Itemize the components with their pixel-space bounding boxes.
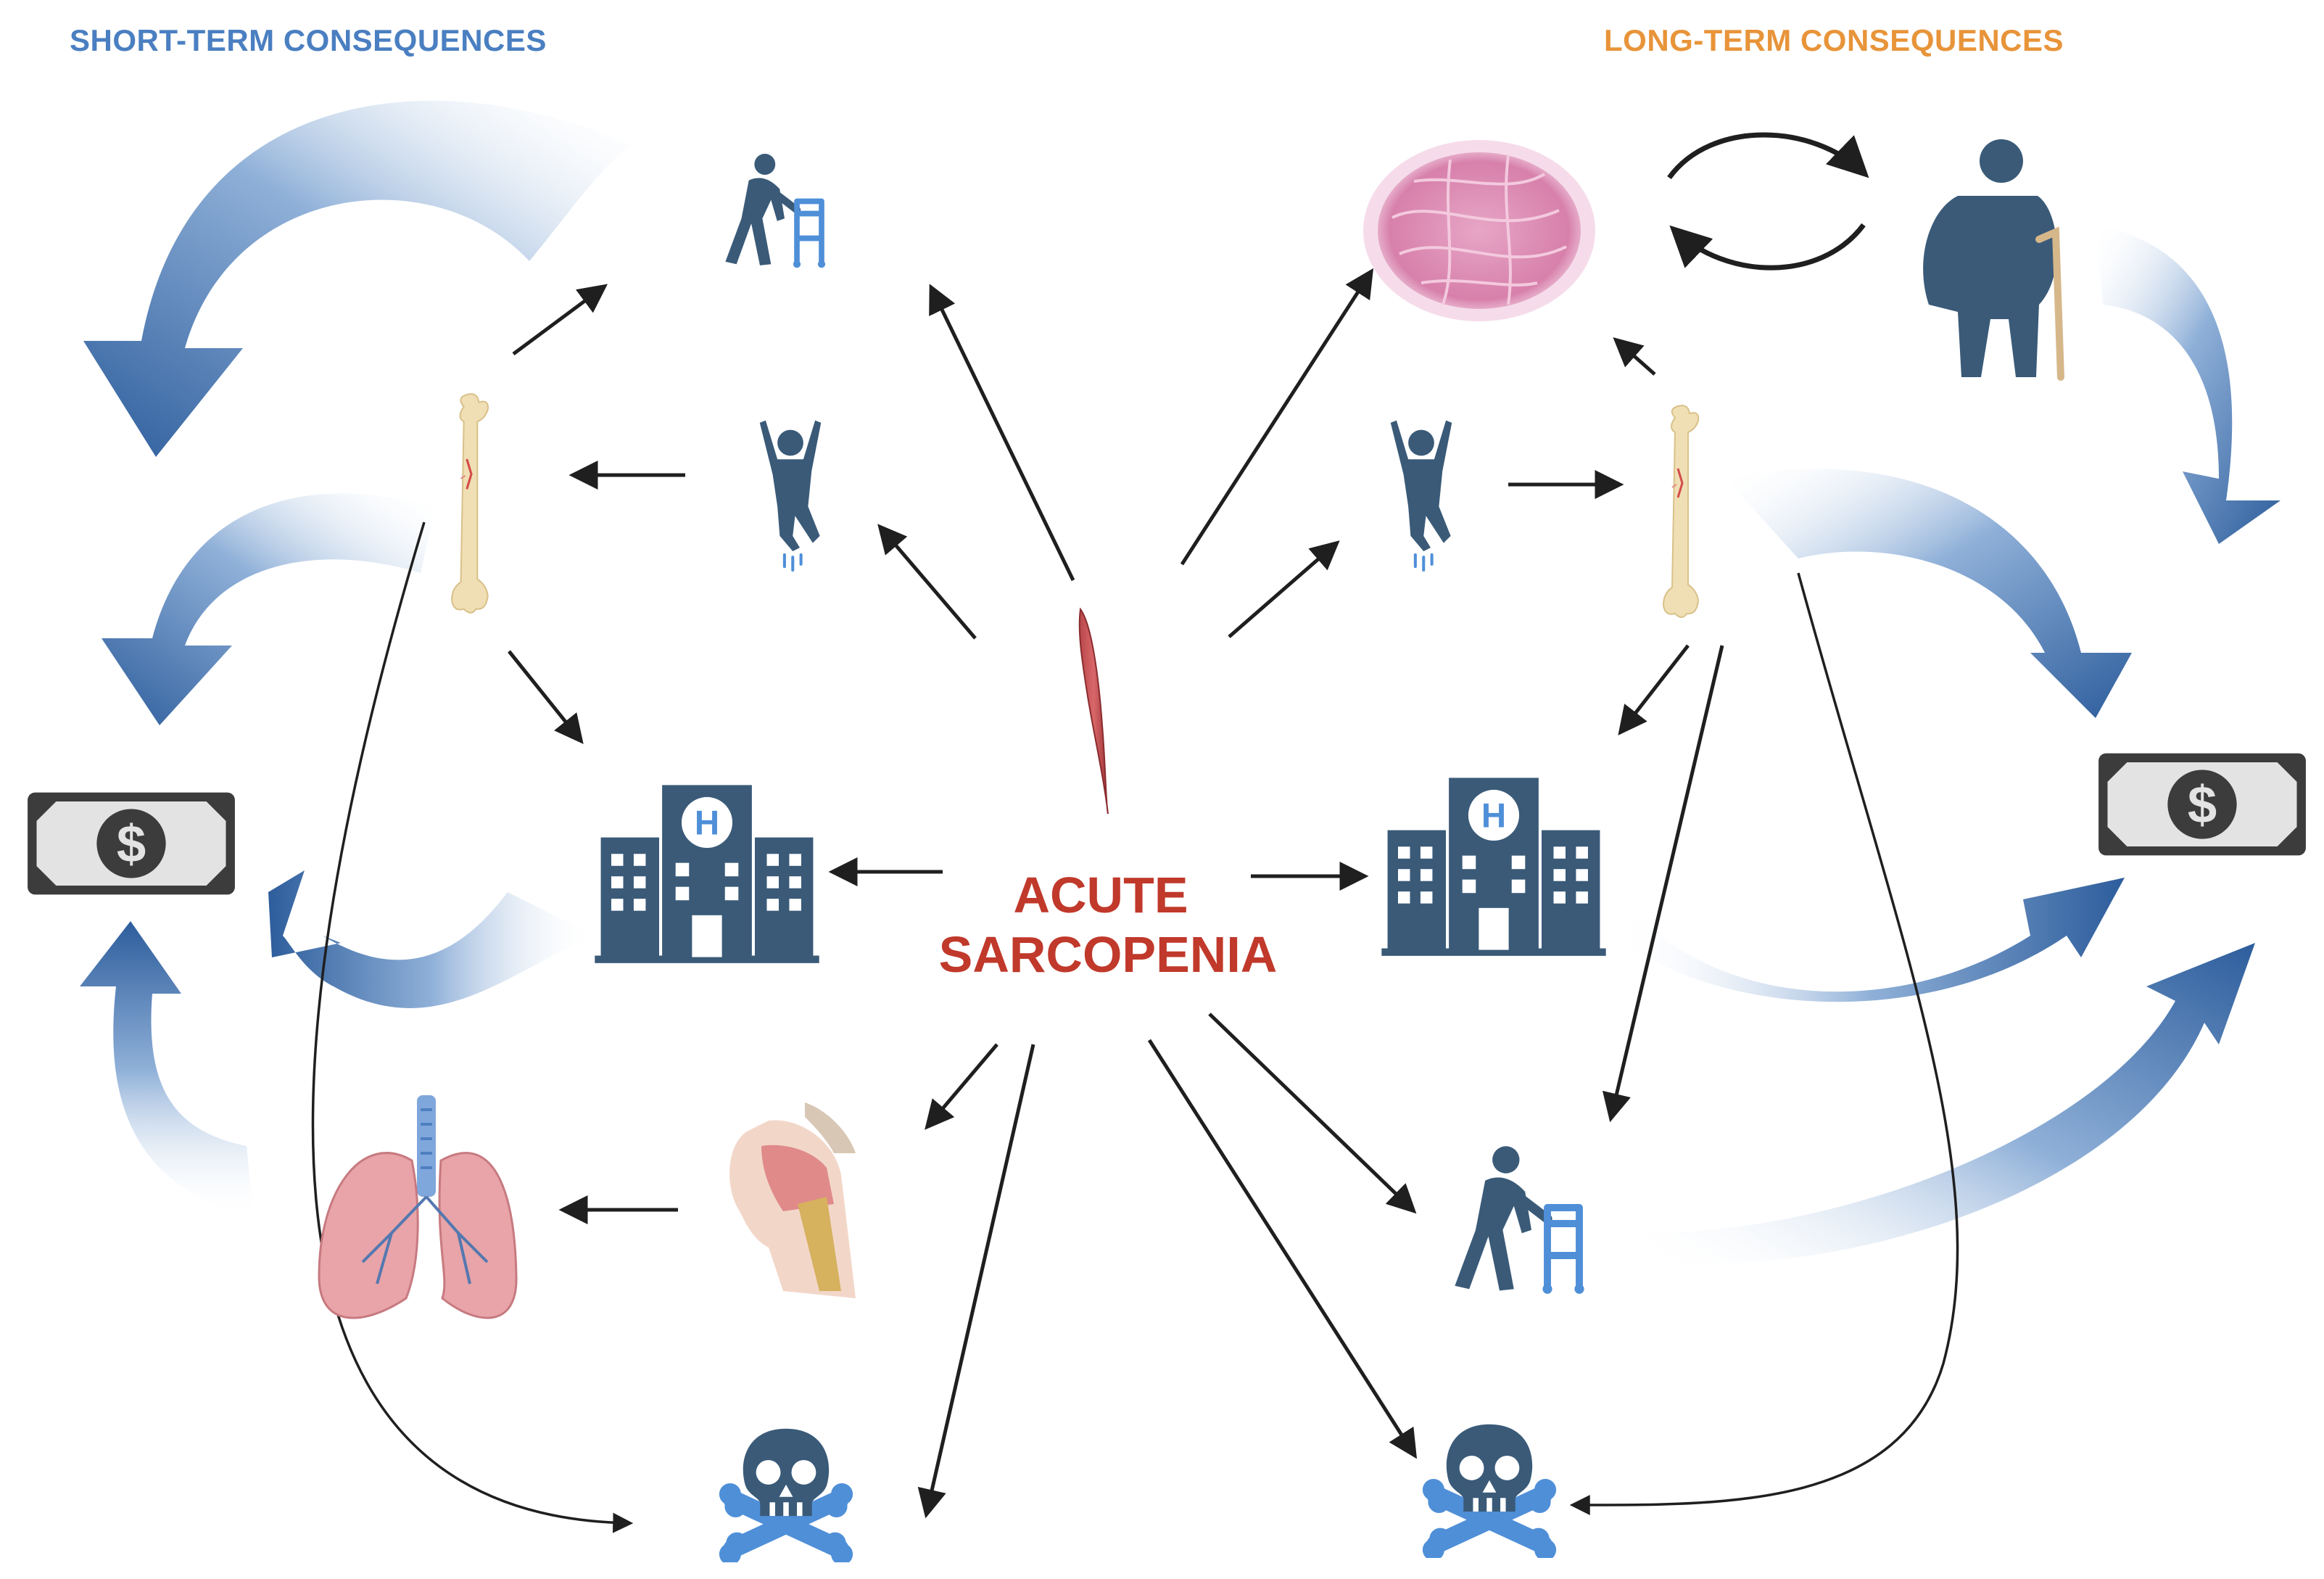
arrow-center-to-skull-left <box>917 1044 1035 1519</box>
walker-elderly-icon <box>725 154 825 268</box>
curved-arrow-walker-to-money <box>83 100 631 458</box>
curved-arrows-right <box>1617 225 2280 1264</box>
muscle-icon <box>1078 607 1109 815</box>
falling-person-icon-right <box>1391 421 1452 570</box>
throat-icon <box>729 1102 856 1298</box>
thin-arrows <box>508 268 1724 1519</box>
arrow-bone-to-hospital-right <box>1618 644 1690 735</box>
thin-curved-arrows <box>311 132 1959 1533</box>
center-title-line1: ACUTE <box>1013 867 1188 923</box>
walker-elderly-icon-right <box>1455 1146 1584 1294</box>
arrow-obese-to-tissue <box>1669 223 1866 271</box>
falling-person-icon <box>760 421 822 570</box>
arrow-bone-to-skull-right <box>1569 572 1959 1516</box>
curved-arrow-bone-to-money <box>102 493 435 725</box>
arrow-center-to-walker <box>929 284 1075 582</box>
arrow-center-to-skull-right <box>1147 1039 1418 1459</box>
arrow-center-to-walker-right <box>1208 1013 1417 1214</box>
lungs-icon <box>318 1095 518 1319</box>
arrow-center-to-tissue <box>1180 268 1374 566</box>
arrow-center-to-fall-right <box>1228 540 1340 638</box>
skull-crossbones-icon <box>719 1429 853 1565</box>
hospital-icon <box>595 785 819 963</box>
obese-elderly-icon <box>1923 139 2064 381</box>
center-title: ACUTE SARCOPENIA <box>939 867 1278 983</box>
bone-fracture-icon-right <box>1662 404 1700 619</box>
arrow-bone-to-tissue <box>1613 337 1656 376</box>
long-term-title: LONG-TERM CONSEQUENCES <box>1604 23 2064 57</box>
bone-fracture-icon <box>450 392 489 614</box>
muscle-tissue-icon <box>1363 140 1595 321</box>
curved-arrow-bone-to-money-right <box>1726 469 2132 718</box>
money-icon-right <box>2098 753 2306 856</box>
arrow-bone-to-hospital <box>508 650 584 744</box>
skull-crossbones-icon-right <box>1423 1425 1556 1561</box>
curved-arrow-walker-to-money-right <box>1646 943 2255 1264</box>
arrow-bone-to-walker <box>512 284 608 356</box>
arrow-center-to-fall <box>877 524 977 640</box>
arrow-bone-to-walker-right <box>1602 645 1724 1123</box>
hospital-icon-right <box>1381 778 1606 956</box>
curved-arrow-hospital-to-money-right <box>1617 878 2125 1002</box>
curved-arrow-lungs-to-money <box>80 921 254 1219</box>
center-title-line2: SARCOPENIA <box>939 926 1278 983</box>
arrow-bone-to-skull-left <box>311 521 634 1533</box>
curved-arrows-left <box>80 100 631 1219</box>
arrow-tissue-to-obese <box>1667 132 1869 180</box>
curved-arrow-obese-to-money <box>2096 225 2280 544</box>
curved-arrow-hospital-to-money <box>268 870 595 1008</box>
money-icon <box>28 792 235 895</box>
short-term-title: SHORT-TERM CONSEQUENCES <box>70 23 547 57</box>
arrow-center-to-throat <box>925 1043 998 1130</box>
